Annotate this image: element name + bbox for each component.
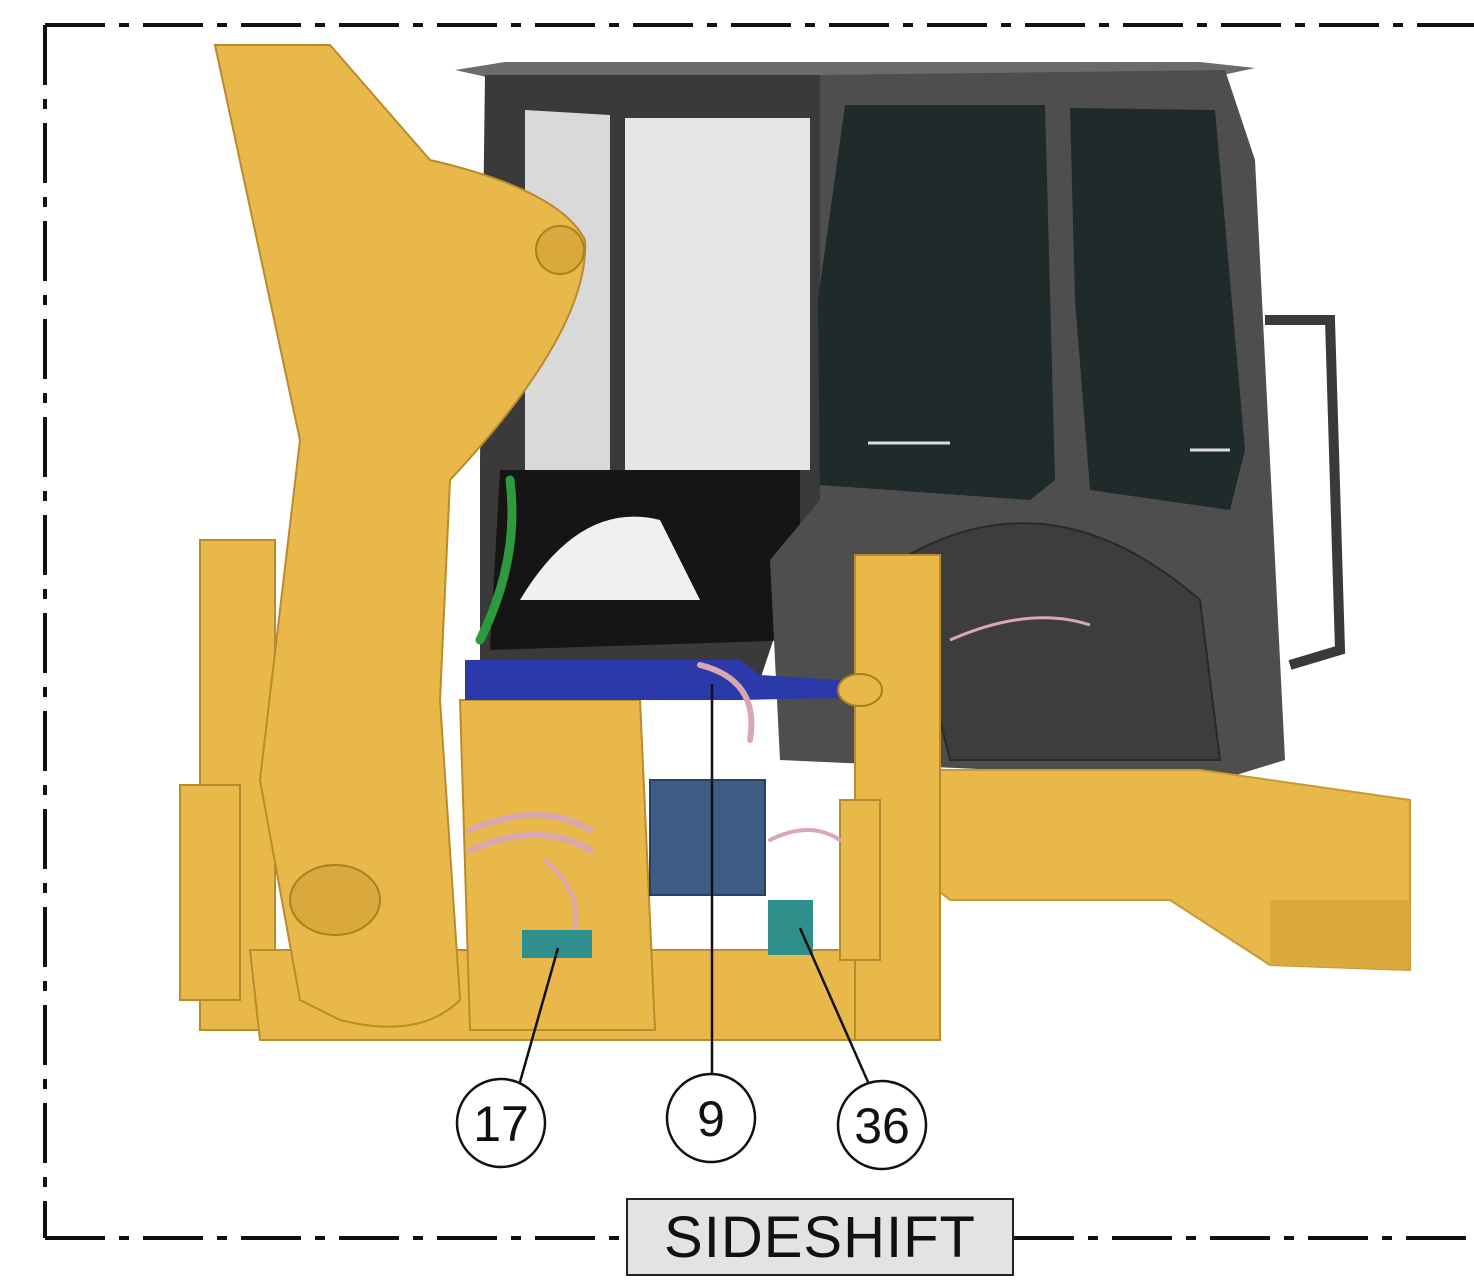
sideshift-cylinder	[465, 660, 883, 707]
callout-label: 17	[473, 1096, 529, 1152]
grab-handle	[1265, 315, 1346, 670]
valve-group-36	[768, 900, 813, 955]
callout-17: 17	[455, 1077, 547, 1169]
wheel-arch	[898, 522, 1222, 761]
callout-36: 36	[836, 1079, 928, 1171]
hydraulic-hoses	[467, 475, 842, 942]
callout-label: 9	[697, 1091, 725, 1147]
section-title-box: SIDESHIFT	[626, 1198, 1014, 1276]
valve-block	[649, 779, 766, 896]
leader-lines	[518, 684, 870, 1083]
callout-label: 36	[854, 1098, 910, 1154]
cab-rear-door-glass	[1070, 108, 1245, 510]
section-border	[43, 23, 1474, 1240]
cab-front-door-glass	[818, 105, 1055, 500]
section-title: SIDESHIFT	[664, 1204, 976, 1270]
callout-9: 9	[665, 1072, 757, 1164]
boom-arm	[213, 44, 587, 1028]
